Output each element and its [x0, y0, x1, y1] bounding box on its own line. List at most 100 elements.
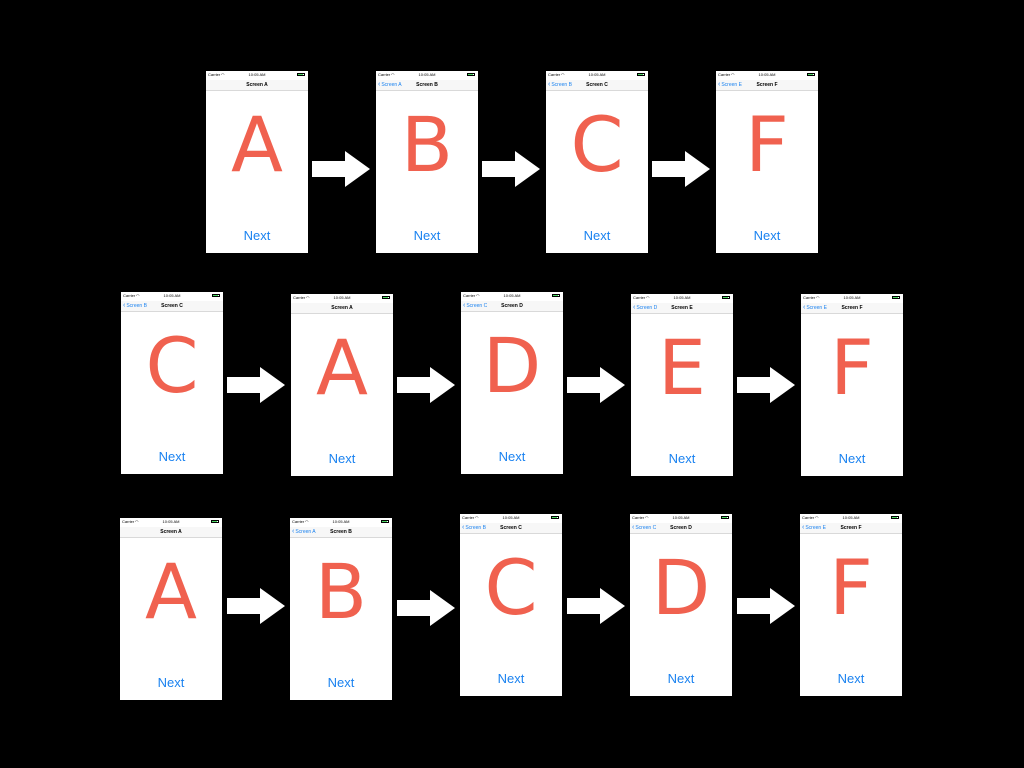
status-time: 10:05 AM [332, 519, 350, 524]
carrier-label: Carrier [548, 72, 561, 77]
arrow-right-icon [567, 588, 625, 624]
next-button[interactable]: Next [498, 449, 526, 464]
nav-title: Screen D [501, 303, 523, 309]
carrier-label: Carrier [803, 295, 816, 300]
back-button[interactable]: ‹Screen E [803, 304, 827, 311]
wifi-icon: ◠ [135, 519, 139, 524]
nav-bar: ‹Screen C Screen D [461, 301, 563, 312]
screen-letter: D [651, 543, 711, 632]
next-button[interactable]: Next [157, 675, 185, 690]
next-button[interactable]: Next [668, 451, 696, 466]
status-bar: Carrier ◠ 10:05 AM [121, 292, 223, 301]
next-button[interactable]: Next [667, 671, 695, 686]
back-button[interactable]: ‹Screen E [718, 81, 742, 88]
battery-icon [892, 296, 900, 299]
screen-letter: F [829, 543, 873, 632]
phone-screen: Carrier ◠ 10:05 AM ‹Screen B Screen C C … [121, 292, 223, 474]
back-button[interactable]: ‹Screen A [378, 81, 402, 88]
back-button[interactable]: ‹Screen D [633, 304, 658, 311]
carrier-label: Carrier [802, 515, 815, 520]
nav-bar: ‹Screen B Screen C [546, 80, 648, 91]
next-button[interactable]: Next [753, 228, 781, 243]
chevron-left-icon: ‹ [462, 524, 465, 531]
back-label: Screen E [806, 305, 827, 311]
status-time: 10:05 AM [418, 72, 436, 77]
carrier-label: Carrier [463, 293, 476, 298]
battery-icon [807, 73, 815, 76]
battery-icon [297, 73, 305, 76]
phone-screen: Carrier ◠ 10:05 AM Screen A A Next [291, 294, 393, 476]
back-button[interactable]: ‹Screen C [632, 524, 656, 531]
phone-screen: Carrier ◠ 10:05 AM ‹Screen D Screen E E … [631, 294, 733, 476]
screen-letter: A [231, 100, 283, 189]
phone-screen: Carrier ◠ 10:05 AM ‹Screen E Screen F F … [800, 514, 902, 696]
phone-screen: Carrier ◠ 10:05 AM ‹Screen E Screen F F … [716, 71, 818, 253]
screen-letter: D [482, 321, 542, 410]
next-button[interactable]: Next [413, 228, 441, 243]
next-button[interactable]: Next [838, 451, 866, 466]
nav-title: Screen D [670, 525, 692, 531]
battery-icon [211, 520, 219, 523]
status-time: 10:05 AM [758, 72, 776, 77]
back-button[interactable]: ‹Screen B [123, 302, 147, 309]
nav-title: Screen E [671, 305, 693, 311]
nav-bar: Screen A [291, 303, 393, 314]
next-button[interactable]: Next [583, 228, 611, 243]
battery-icon [382, 296, 390, 299]
nav-title: Screen C [500, 525, 522, 531]
chevron-left-icon: ‹ [548, 81, 551, 88]
nav-bar: Screen A [120, 527, 222, 538]
battery-icon [722, 296, 730, 299]
nav-bar: ‹Screen A Screen B [376, 80, 478, 91]
screen-letter: E [657, 323, 707, 412]
nav-title: Screen C [586, 82, 608, 88]
back-button[interactable]: ‹Screen A [292, 528, 316, 535]
chevron-left-icon: ‹ [802, 524, 805, 531]
arrow-right-icon [397, 590, 455, 626]
phone-screen: Carrier ◠ 10:05 AM ‹Screen E Screen F F … [801, 294, 903, 476]
battery-icon [212, 294, 220, 297]
next-button[interactable]: Next [328, 451, 356, 466]
wifi-icon: ◠ [645, 515, 649, 520]
status-bar: Carrier ◠ 10:05 AM [376, 71, 478, 80]
back-button[interactable]: ‹Screen B [548, 81, 572, 88]
wifi-icon: ◠ [816, 295, 820, 300]
next-button[interactable]: Next [327, 675, 355, 690]
next-button[interactable]: Next [158, 449, 186, 464]
phone-screen: Carrier ◠ 10:05 AM ‹Screen A Screen B B … [376, 71, 478, 253]
carrier-label: Carrier [123, 293, 136, 298]
nav-title: Screen A [160, 529, 182, 535]
carrier-label: Carrier [292, 519, 305, 524]
status-bar: Carrier ◠ 10:05 AM [546, 71, 648, 80]
battery-icon [637, 73, 645, 76]
back-label: Screen D [636, 305, 658, 311]
nav-bar: ‹Screen E Screen F [716, 80, 818, 91]
arrow-right-icon [227, 588, 285, 624]
arrow-right-icon [482, 151, 540, 187]
next-button[interactable]: Next [497, 671, 525, 686]
status-bar: Carrier ◠ 10:05 AM [800, 514, 902, 523]
nav-bar: ‹Screen E Screen F [800, 523, 902, 534]
chevron-left-icon: ‹ [123, 302, 126, 309]
wifi-icon: ◠ [136, 293, 140, 298]
wifi-icon: ◠ [305, 519, 309, 524]
screen-letter: F [830, 323, 874, 412]
status-bar: Carrier ◠ 10:05 AM [291, 294, 393, 303]
chevron-left-icon: ‹ [803, 304, 806, 311]
next-button[interactable]: Next [243, 228, 271, 243]
carrier-label: Carrier [208, 72, 221, 77]
nav-title: Screen F [841, 305, 863, 311]
arrow-right-icon [737, 367, 795, 403]
back-button[interactable]: ‹Screen E [802, 524, 826, 531]
wifi-icon: ◠ [561, 72, 565, 77]
back-button[interactable]: ‹Screen B [462, 524, 486, 531]
back-button[interactable]: ‹Screen C [463, 302, 487, 309]
status-bar: Carrier ◠ 10:05 AM [630, 514, 732, 523]
nav-title: Screen F [756, 82, 778, 88]
status-time: 10:05 AM [248, 72, 266, 77]
chevron-left-icon: ‹ [292, 528, 295, 535]
back-label: Screen B [465, 525, 486, 531]
nav-title: Screen A [246, 82, 268, 88]
next-button[interactable]: Next [837, 671, 865, 686]
status-bar: Carrier ◠ 10:05 AM [716, 71, 818, 80]
